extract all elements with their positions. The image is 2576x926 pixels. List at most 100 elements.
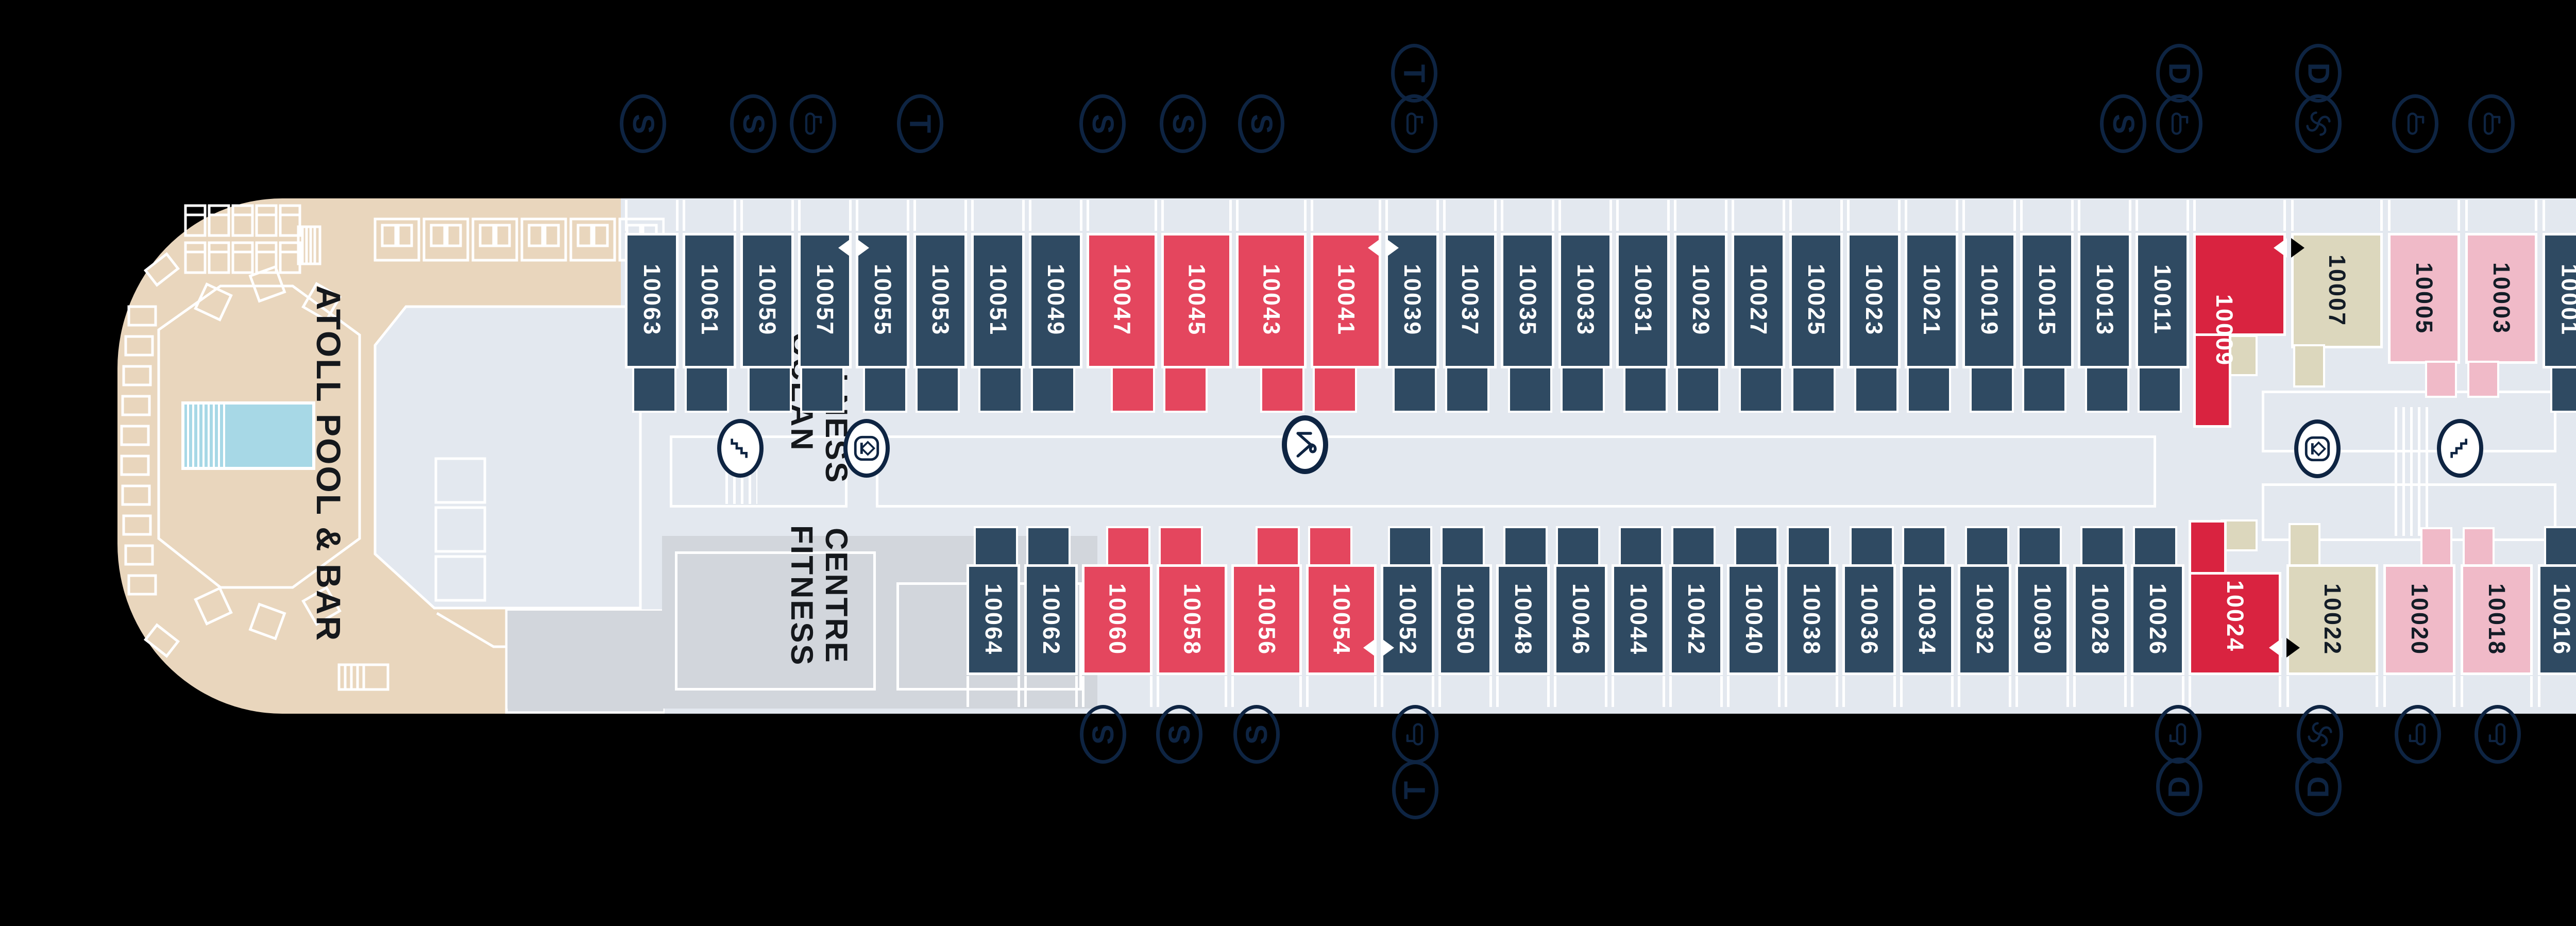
cabin-body[interactable] (2193, 233, 2286, 336)
cabin-body[interactable] (1161, 233, 1232, 368)
connecting-arrow-right (1381, 638, 1394, 658)
cabin-body[interactable] (2189, 572, 2281, 675)
cabin-body[interactable] (1443, 233, 1497, 368)
cabin-tab (1026, 526, 1071, 566)
balcony (2291, 200, 2383, 231)
cabin-number: 10048 (1510, 583, 1536, 656)
cabin-number: 10057 (812, 263, 838, 336)
cabin-body[interactable] (1847, 233, 1901, 368)
balcony (2193, 200, 2286, 231)
balcony (1231, 676, 1302, 707)
cabin-body[interactable] (2538, 564, 2576, 675)
cabin-body[interactable] (1789, 233, 1843, 368)
balcony (1958, 676, 2011, 707)
cabin-body[interactable] (2078, 233, 2131, 368)
cabin-body[interactable] (1558, 233, 1612, 368)
cabin-tab (1508, 366, 1552, 413)
cabin-tab (1106, 526, 1150, 566)
cabin-number: 10061 (697, 263, 723, 336)
cabin-body[interactable] (2291, 233, 2383, 348)
cabin-tab (1739, 366, 1783, 413)
cabin-number: 10033 (1572, 263, 1599, 336)
cabin-number: 10011 (2149, 264, 2176, 335)
cabin-body[interactable] (913, 233, 967, 368)
balcony (1905, 200, 1958, 231)
cabin-tab (1787, 526, 1831, 566)
balcony (1029, 200, 1082, 231)
cabin-number: 10018 (2484, 583, 2510, 656)
cabin-body[interactable] (1029, 233, 1082, 368)
connecting-arrow-left (2269, 638, 2282, 658)
cabin-body[interactable] (683, 233, 736, 368)
tub-icon (2156, 94, 2202, 153)
cabin-body[interactable] (1438, 564, 1492, 675)
balcony (1381, 676, 1434, 707)
cabin-body[interactable] (1669, 564, 1723, 675)
balcony (798, 200, 852, 231)
cabin-tab (685, 366, 729, 413)
letter-T-icon: T (897, 94, 943, 153)
cabin-number: 10013 (2092, 263, 2118, 336)
cabin-body[interactable] (2465, 233, 2537, 364)
cabin-body[interactable] (2388, 233, 2460, 364)
cabin-body[interactable] (1905, 233, 1958, 368)
cabin-tab (1256, 526, 1300, 566)
cabin-body[interactable] (2543, 233, 2576, 368)
cabin-body[interactable] (1616, 233, 1670, 368)
balcony (1554, 676, 1607, 707)
letter-S-icon: S (1079, 94, 1126, 153)
cabin-body[interactable] (2020, 233, 2074, 368)
balcony (2136, 200, 2189, 231)
balcony (1785, 676, 1838, 707)
balcony (2388, 200, 2460, 231)
cabin-body[interactable] (1024, 564, 1078, 675)
cabin-body[interactable] (2461, 564, 2533, 675)
cabin-number: 10024 (2222, 580, 2248, 653)
cabin-body[interactable] (2015, 564, 2069, 675)
cabin-number: 10046 (1568, 583, 1594, 656)
cabin-body[interactable] (856, 233, 909, 368)
balcony (2543, 200, 2576, 231)
cabin-tab (2289, 523, 2320, 566)
cabin-body[interactable] (1732, 233, 1785, 368)
balcony (1306, 676, 1377, 707)
cabin-number: 10059 (754, 263, 781, 336)
cabin-body[interactable] (2286, 564, 2378, 675)
cabin-number: 10042 (1683, 583, 1709, 656)
letter-S-icon: S (1160, 94, 1206, 153)
balcony (1616, 200, 1670, 231)
cabin-tab (2133, 526, 2177, 566)
cabin-body[interactable] (1962, 233, 2016, 368)
cabin-number: 10049 (1043, 263, 1069, 336)
cabin-body[interactable] (971, 233, 1025, 368)
cabin-body[interactable] (1231, 564, 1302, 675)
cabin-body[interactable] (1496, 564, 1550, 675)
cabin-number: 10028 (2087, 583, 2113, 656)
balcony (1847, 200, 1901, 231)
cabin-number: 10031 (1630, 263, 1656, 336)
cabin-number: 10016 (2549, 583, 2575, 656)
balcony (1612, 676, 1665, 707)
service-room (2221, 519, 2258, 551)
letter-D-icon: D (2295, 757, 2342, 816)
letter-S-icon: S (620, 94, 666, 153)
cabin-body[interactable] (1674, 233, 1727, 368)
cabin-body[interactable] (2383, 564, 2455, 675)
cabin-tab (1791, 366, 1836, 413)
connecting-arrow-right (1385, 238, 1399, 258)
stairs-icon (2437, 419, 2483, 478)
cabin-number: 10056 (1253, 583, 1280, 656)
cabin-tab (1503, 526, 1548, 566)
cabin-body[interactable] (1501, 233, 1554, 368)
balcony (1496, 676, 1550, 707)
cabin-body[interactable] (1842, 564, 1896, 675)
balcony (1789, 200, 1843, 231)
cabin-body[interactable] (1785, 564, 1838, 675)
cabin-body[interactable] (2073, 564, 2127, 675)
cabin-body[interactable] (1554, 564, 1607, 675)
cabin-body[interactable] (2131, 564, 2184, 675)
balcony (1385, 200, 1439, 231)
cabin-body[interactable] (967, 564, 1020, 675)
cabin-number: 10054 (1328, 583, 1355, 656)
cabin-tab (2467, 361, 2499, 398)
